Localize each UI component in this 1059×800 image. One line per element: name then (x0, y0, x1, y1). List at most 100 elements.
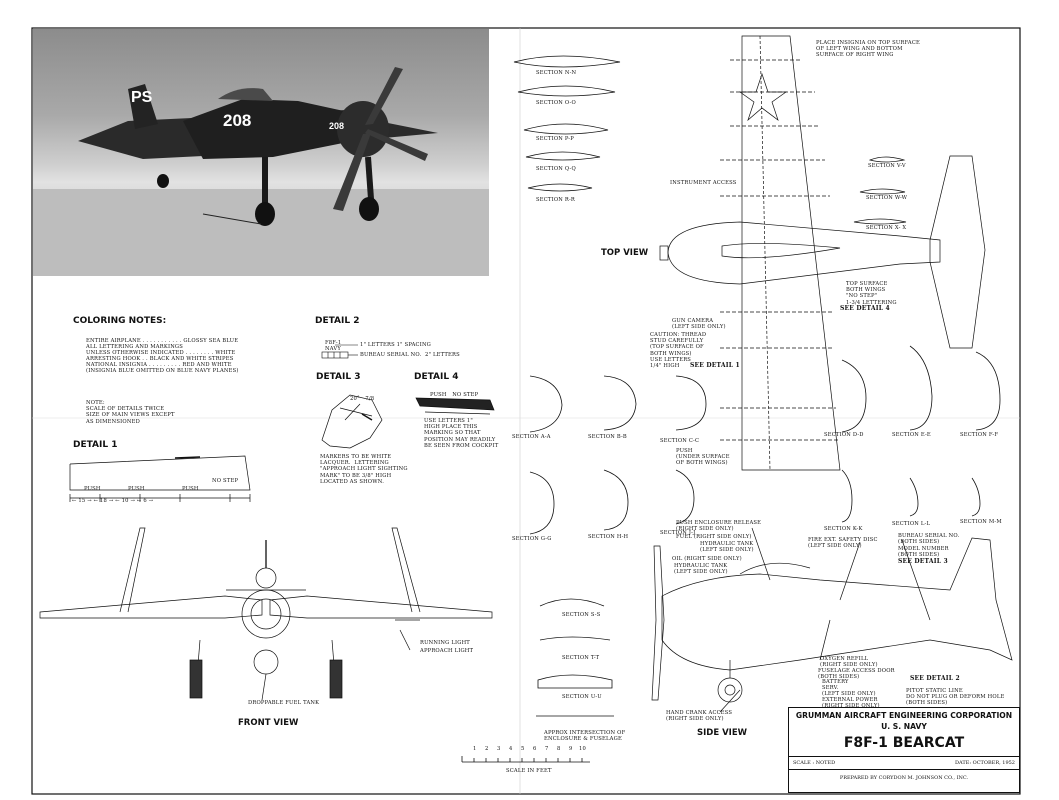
enclosure-sections (536, 598, 614, 717)
coloring-line-2: ALL LETTERING AND MARKINGS (86, 344, 184, 350)
scale-number: 2 (485, 746, 489, 752)
detail-4-title: DETAIL 4 (414, 372, 459, 382)
detail-2-bureau: BUREAU SERIAL NO. 2" LETTERS (360, 352, 460, 358)
section-h-h: SECTION H-H (588, 534, 629, 540)
title-divider (789, 769, 1019, 770)
caution-note: CAUTION: THREAD STUD CAREFULLY (TOP SURF… (650, 332, 707, 370)
photo-cowl-number: 208 (329, 121, 345, 131)
coloring-notes-title: COLORING NOTES: (73, 316, 167, 326)
wing-sections (513, 55, 621, 192)
coloring-line-6: (INSIGNIA BLUE OMITTED ON BLUE NAVY PLAN… (86, 368, 239, 374)
scale-number: 1 (473, 746, 477, 752)
scale-note: NOTE: SCALE OF DETAILS TWICE SIZE OF MAI… (86, 400, 175, 425)
detail-4-text: USE LETTERS 1" HIGH PLACE THIS MARKING S… (424, 418, 499, 449)
detail-2-letters: 1" LETTERS 1" SPACING (360, 342, 432, 348)
scale-number: 4 (509, 746, 513, 752)
sheet-border (31, 27, 1021, 795)
battery-note: BATTERY SERV. (LEFT SIDE ONLY) (822, 679, 876, 698)
detail-4-marks: PUSH NO STEP (430, 392, 479, 398)
section-k-k: SECTION K-K (824, 526, 863, 532)
scale-number: 7 (545, 746, 549, 752)
top-view-drawing (659, 35, 986, 471)
approx-intersection-note: APPROX INTERSECTION OF ENCLOSURE & FUSEL… (544, 730, 626, 743)
fire-ext-note: FIRE EXT. SAFETY DISC (LEFT SIDE ONLY) (808, 537, 878, 550)
section-l-l: SECTION L-L (892, 521, 931, 527)
detail-1-dimensions: ← 15 → ← 18 → ← 10 → ← 6 → (72, 498, 154, 504)
section-v-v: SECTION V-V (868, 163, 906, 169)
section-n-n: SECTION N-N (536, 70, 577, 76)
see-detail-4-note: SEE DETAIL 4 (840, 305, 890, 312)
section-b-b: SECTION B-B (588, 434, 627, 440)
coloring-line-5: NATIONAL INSIGNIA . . . . . . . . . RED … (86, 362, 232, 368)
section-m-m: SECTION M-M (960, 519, 1002, 525)
detail-1-push-1: PUSH (84, 486, 101, 492)
detail-1-nostep: NO STEP (212, 478, 239, 484)
scale-number: 9 (569, 746, 573, 752)
push-enclosure-note: PUSH ENCLOSURE RELEASE (RIGHT SIDE ONLY) (676, 520, 762, 533)
hydraulic-tank-note-2: HYDRAULIC TANK (LEFT SIDE ONLY) (674, 563, 728, 576)
section-w-w: SECTION W-W (866, 195, 908, 201)
pitot-note: PITOT STATIC LINE DO NOT PLUG OR DEFORM … (906, 688, 1005, 707)
coloring-line-4: ARRESTING HOOK . . BLACK AND WHITE STRIP… (86, 356, 234, 362)
front-view-title: FRONT VIEW (238, 718, 299, 728)
section-e-e: SECTION E-E (892, 432, 931, 438)
section-r-r: SECTION R-R (536, 197, 576, 203)
see-detail-2-note: SEE DETAIL 2 (910, 675, 960, 682)
detail-2-title: DETAIL 2 (315, 316, 360, 326)
detail-1-title: DETAIL 1 (73, 440, 118, 450)
photo-aircraft-silhouette (33, 67, 489, 276)
section-a-a: SECTION A-A (512, 434, 551, 440)
prepared-by: PREPARED BY CORYDON M. JOHNSON CO., INC. (839, 775, 969, 781)
date-value: DATE: OCTOBER, 1952 (955, 760, 1015, 766)
gun-camera-note: GUN CAMERA (LEFT SIDE ONLY) (672, 318, 726, 331)
navy-label: U. S. NAVY (881, 722, 927, 731)
front-view-drawing (39, 527, 493, 701)
detail-3-text: MARKERS TO BE WHITE LACQUER. LETTERING "… (320, 454, 408, 485)
detail-2-text: F8F-1 NAVY (325, 340, 342, 353)
fuselage-sections-row-2 (529, 469, 981, 535)
coloring-line-3: UNLESS OTHERWISE INDICATED . . . . . . .… (86, 350, 236, 356)
section-d-d: SECTION D-D (824, 432, 864, 438)
see-detail-3-note: SEE DETAIL 3 (898, 558, 948, 565)
detail-1-push-2: PUSH (128, 486, 145, 492)
insignia-note: PLACE INSIGNIA ON TOP SURFACE OF LEFT WI… (816, 40, 920, 59)
scale-caption: SCALE IN FEET (506, 768, 552, 774)
detail-1-drawing (69, 455, 251, 502)
fuselage-sections-row-1 (529, 345, 1001, 433)
oil-note: OIL (RIGHT SIDE ONLY) (672, 556, 742, 562)
section-s-s: SECTION S-S (562, 612, 601, 618)
fuselage-door-note: FUSELAGE ACCESS DOOR (BOTH SIDES) (818, 668, 895, 681)
section-t-t: SECTION T-T (562, 655, 600, 661)
scale-number: 5 (521, 746, 525, 752)
scale-number: 8 (557, 746, 561, 752)
company-name: GRUMMAN AIRCRAFT ENGINEERING CORPORATION (795, 711, 1013, 720)
tail-sections (853, 156, 907, 225)
scale-value: SCALE : NOTED (793, 760, 836, 766)
section-p-p: SECTION P-P (536, 136, 574, 142)
scale-bar (461, 756, 590, 763)
scale-number: 6 (533, 746, 537, 752)
section-u-u: SECTION U-U (562, 694, 602, 700)
coloring-line-1: ENTIRE AIRPLANE . . . . . . . . . . . GL… (86, 338, 239, 344)
photo-tail-code: PS (131, 89, 153, 106)
section-g-g: SECTION G-G (512, 536, 552, 542)
detail-3-drawing (321, 394, 383, 449)
hand-crank-note: HAND CRANK ACCESS (RIGHT SIDE ONLY) (666, 710, 733, 723)
section-o-o: SECTION O-O (536, 100, 576, 106)
title-block: GRUMMAN AIRCRAFT ENGINEERING CORPORATION… (788, 707, 1020, 793)
top-surface-note: TOP SURFACE BOTH WINGS "NO STEP" 1-3/4 L… (846, 281, 897, 306)
top-view-title: TOP VIEW (601, 248, 649, 258)
scale-number: 10 (579, 746, 587, 752)
scale-number: 3 (497, 746, 501, 752)
external-power-note: EXTERNAL POWER (RIGHT SIDE ONLY) (822, 697, 880, 710)
section-q-q: SECTION Q-Q (536, 166, 576, 172)
aircraft-title: F8F-1 BEARCAT (843, 735, 965, 751)
aircraft-photo: PS 208 208 (33, 29, 489, 276)
droppable-tank-label: DROPPABLE FUEL TANK (248, 700, 320, 706)
bureau-serial-note: BUREAU SERIAL NO. (BOTH SIDES) (898, 533, 960, 546)
side-view-title: SIDE VIEW (697, 728, 748, 738)
section-c-c: SECTION C-C (660, 438, 700, 444)
section-j-j: SECTION J-J (660, 530, 696, 536)
